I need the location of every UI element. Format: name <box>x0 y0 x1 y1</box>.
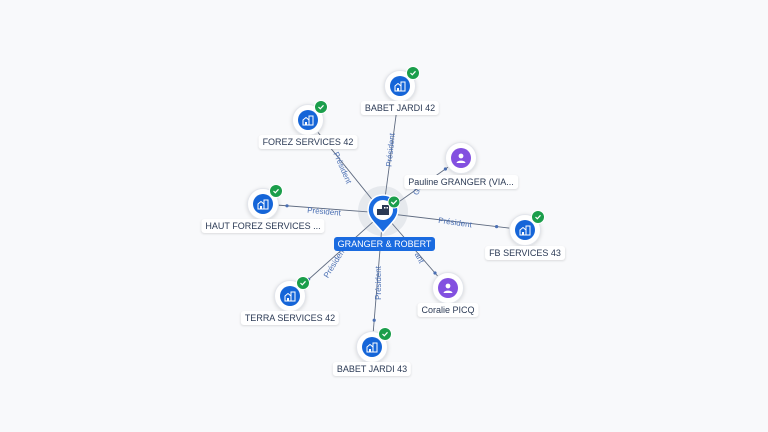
node-label-pauline[interactable]: Pauline GRANGER (VIA... <box>404 175 518 189</box>
edge-line-hautforez <box>262 203 384 214</box>
verified-check-icon <box>387 195 400 209</box>
building-icon <box>253 194 273 214</box>
edge-label-babet42: Président <box>384 132 397 167</box>
node-label-forez42[interactable]: FOREZ SERVICES 42 <box>258 135 358 149</box>
center-node-label[interactable]: GRANGER & ROBERT <box>334 237 435 251</box>
edge-arrow-fb43 <box>495 225 499 229</box>
edge-label-forez42: Président <box>331 151 353 186</box>
node-label-babet43[interactable]: BABET JARDI 43 <box>332 362 412 376</box>
edge-arrow-hautforez <box>285 204 289 208</box>
edge-arrow-pauline <box>443 167 447 171</box>
person-icon <box>451 148 471 168</box>
node-terra42[interactable] <box>274 276 310 312</box>
building-icon <box>390 76 410 96</box>
verified-check-icon <box>378 327 392 341</box>
node-fb43[interactable] <box>509 210 545 246</box>
edge-line-fb43 <box>382 212 526 231</box>
building-icon <box>298 110 318 130</box>
edge-line-babet43 <box>371 212 384 348</box>
edge-label-fb43: Président <box>438 216 473 230</box>
center-node[interactable] <box>366 194 400 234</box>
edge-arrow-babet43 <box>372 318 376 322</box>
node-forez42[interactable] <box>292 100 328 136</box>
building-icon <box>280 286 300 306</box>
verified-check-icon <box>296 276 310 290</box>
node-babet42[interactable] <box>384 66 420 102</box>
node-label-fb43[interactable]: FB SERVICES 43 <box>485 246 565 260</box>
verified-check-icon <box>314 100 328 114</box>
edge-label-hautforez: Président <box>307 206 342 218</box>
node-label-hautforez[interactable]: HAUT FOREZ SERVICES ... <box>201 219 325 233</box>
node-pauline[interactable] <box>445 142 477 174</box>
edge-label-babet43: Président <box>374 265 383 300</box>
verified-check-icon <box>406 66 420 80</box>
person-icon <box>438 278 458 298</box>
building-icon <box>377 205 389 215</box>
verified-check-icon <box>531 210 545 224</box>
node-babet43[interactable] <box>356 327 392 363</box>
node-coralie[interactable] <box>432 272 464 304</box>
node-label-coralie[interactable]: Coralie PICQ <box>417 303 479 317</box>
edge-label-coralie: ant <box>413 251 427 266</box>
building-icon <box>362 337 382 357</box>
edge-arrow-coralie <box>433 271 437 275</box>
node-label-terra42[interactable]: TERRA SERVICES 42 <box>240 311 340 325</box>
verified-check-icon <box>269 184 283 198</box>
node-label-babet42[interactable]: BABET JARDI 42 <box>360 101 440 115</box>
node-hautforez[interactable] <box>247 184 283 220</box>
building-icon <box>515 220 535 240</box>
